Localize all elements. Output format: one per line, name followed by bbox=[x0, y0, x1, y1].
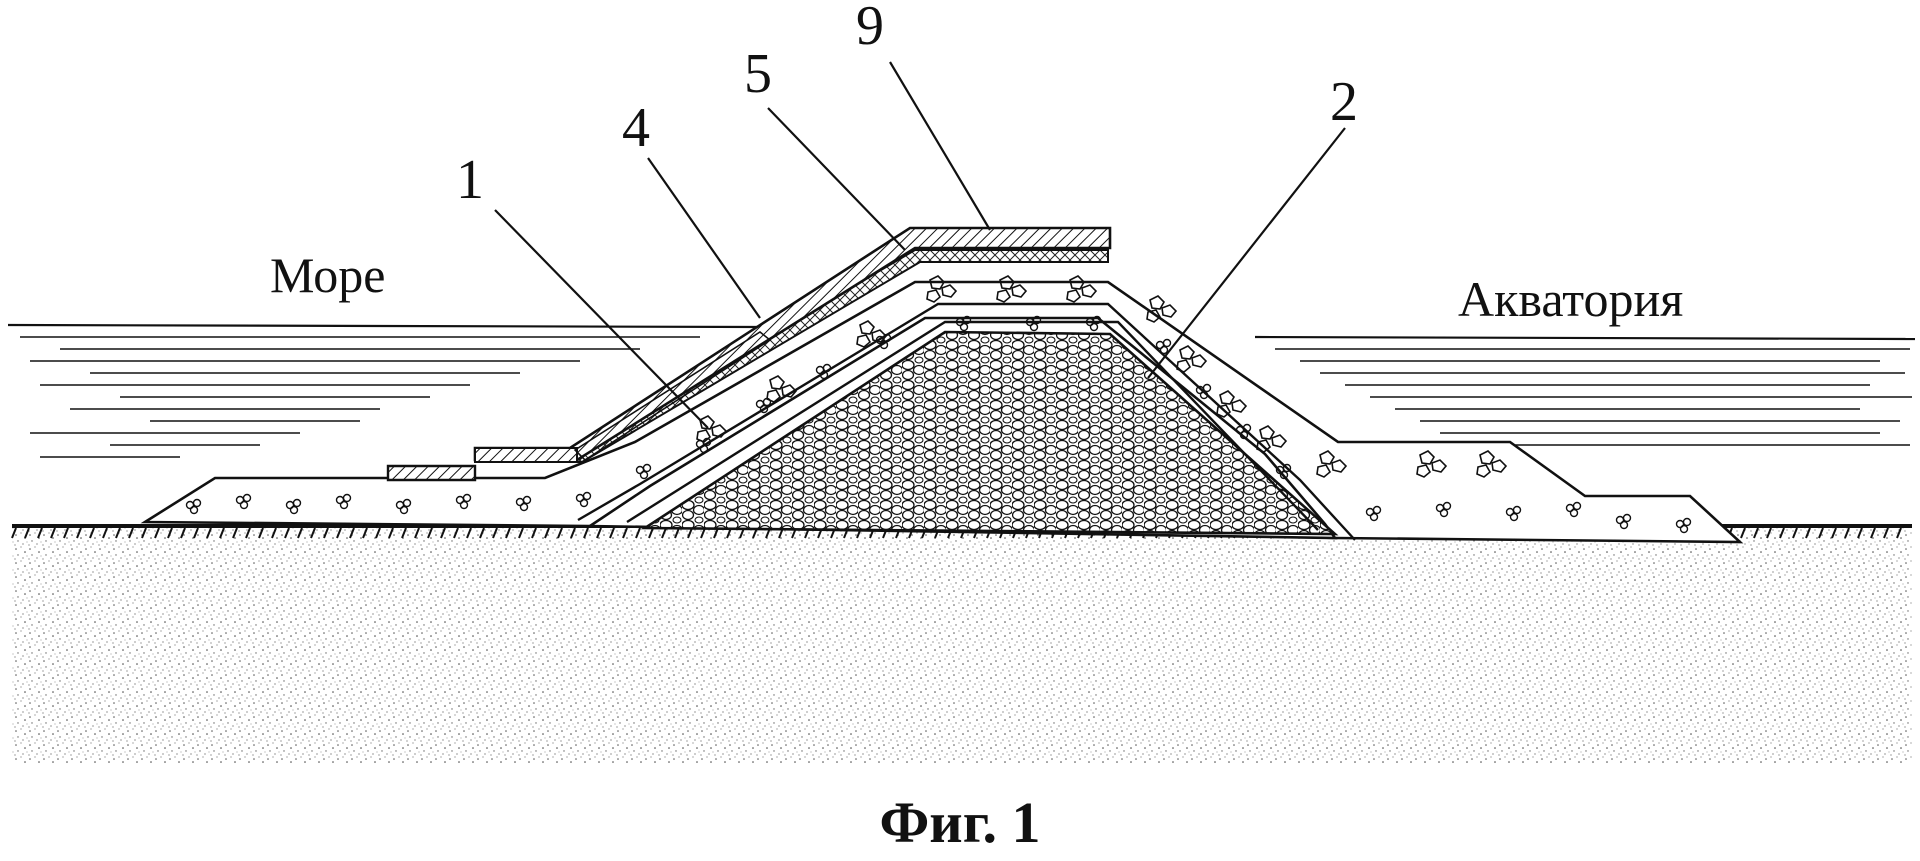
callout-2: 2 bbox=[1330, 71, 1358, 133]
harbour-water-lines bbox=[1254, 335, 1916, 446]
sea-water-lines bbox=[7, 323, 761, 458]
harbour-label: Акватория bbox=[1458, 271, 1683, 327]
pebble-core bbox=[640, 330, 1339, 536]
top-armour-plates bbox=[473, 226, 1112, 463]
callout-5: 5 bbox=[744, 43, 772, 105]
figure-caption: Фиг. 1 bbox=[879, 790, 1040, 855]
seabed-ground bbox=[11, 524, 1912, 764]
callout-leader-lines bbox=[494, 61, 1346, 429]
sea-label: Море bbox=[270, 247, 385, 303]
callout-1: 1 bbox=[456, 149, 484, 211]
layer-boundaries bbox=[577, 302, 1356, 541]
callout-9: 9 bbox=[856, 0, 884, 57]
callout-4: 4 bbox=[622, 97, 650, 159]
